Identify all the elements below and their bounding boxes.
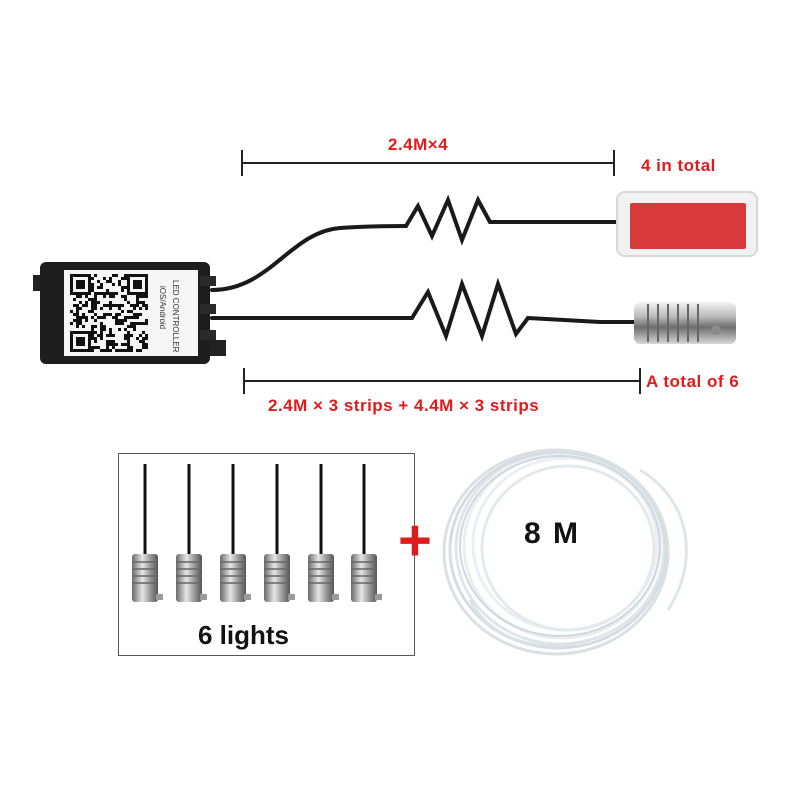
light-unit (176, 464, 207, 602)
light-unit (308, 464, 339, 602)
led-light-head-icon (634, 302, 736, 344)
fiber-coil-icon (442, 448, 688, 656)
plus-sign: + (398, 508, 432, 573)
bottom-quantity-note: A total of 6 (646, 372, 740, 391)
light-unit (351, 464, 382, 602)
bottom-dimension-line (243, 368, 641, 394)
controller-label-line2: LED CONTROLLER (171, 280, 180, 353)
top-dimension-label: 2.4M×4 (388, 135, 449, 154)
lower-cable (210, 277, 638, 343)
top-dimension-line (241, 150, 615, 176)
lights-caption: 6 lights (198, 620, 290, 650)
upper-cable (210, 194, 620, 292)
qr-code-icon (70, 274, 148, 352)
light-unit (220, 464, 251, 602)
light-unit (132, 464, 163, 602)
lights-box (118, 453, 415, 656)
light-unit (264, 464, 295, 602)
adhesive-pad-icon (616, 191, 758, 257)
six-lights-group (132, 464, 382, 602)
top-quantity-note: 4 in total (641, 156, 716, 175)
fiber-length-label: 8 M (524, 517, 581, 550)
controller-label-line1: iOS/Android (158, 286, 167, 329)
bottom-dimension-label: 2.4M × 3 strips + 4.4M × 3 strips (268, 396, 540, 415)
